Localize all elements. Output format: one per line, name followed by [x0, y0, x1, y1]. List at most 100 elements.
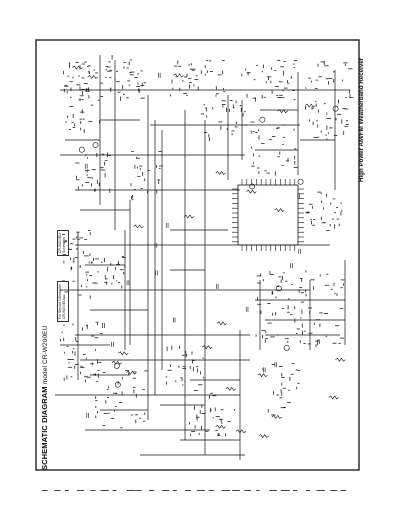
schematic-mark: [82, 327, 83, 331]
schematic-mark: [199, 409, 201, 414]
schematic-mark: [83, 89, 88, 91]
schematic-mark: [294, 318, 296, 323]
schematic-mark: [72, 113, 74, 119]
schematic-mark: [226, 107, 227, 112]
schematic-mark: [239, 105, 242, 106]
schematic-mark: [280, 407, 286, 409]
schematic-mark: [142, 171, 144, 176]
schematic-mark: [262, 368, 264, 371]
schematic-mark: [125, 370, 129, 371]
schematic-mark: [332, 218, 334, 220]
schematic-mark: [202, 376, 204, 379]
schematic-mark: [182, 384, 184, 386]
schematic-mark: [189, 68, 192, 70]
schematic-mark: [95, 405, 97, 408]
schematic-mark: [130, 71, 135, 73]
schematic-mark: [300, 292, 304, 294]
schematic-mark: [272, 312, 274, 316]
schematic-mark: [337, 113, 342, 115]
schematic-mark: [133, 387, 136, 389]
schematic-mark: [196, 416, 200, 418]
schematic-mark: [258, 171, 260, 175]
schematic-mark: [85, 379, 86, 383]
schematic-mark: [91, 183, 92, 187]
schematic-mark: [119, 402, 123, 403]
schematic-mark: [138, 417, 141, 419]
resistor-symbol: [246, 189, 257, 194]
schematic-mark: [296, 386, 298, 390]
schematic-mark: [94, 337, 99, 339]
schematic-mark: [89, 232, 91, 236]
schematic-mark: [300, 301, 305, 303]
schematic-mark: [131, 151, 134, 152]
schematic-mark: [345, 124, 349, 125]
schematic-mark: [123, 93, 125, 95]
schematic-mark: [85, 182, 90, 183]
schematic-mark: [67, 359, 71, 360]
schematic-mark: [78, 98, 80, 101]
schematic-mark: [197, 368, 198, 373]
schematic-mark: [301, 309, 303, 314]
schematic-mark: [142, 389, 146, 391]
schematic-mark: [121, 391, 123, 396]
schematic-mark: [80, 365, 83, 367]
schematic-mark: [338, 223, 340, 227]
schematic-mark: [156, 190, 158, 194]
schematic-mark: [111, 282, 113, 285]
schematic-mark: [312, 206, 313, 209]
schematic-mark: [275, 296, 277, 299]
schematic-mark: [97, 323, 98, 326]
schematic-mark: [247, 71, 249, 76]
schematic-mark: [81, 77, 85, 79]
schematic-mark: [80, 367, 85, 368]
schematic-mark: [86, 169, 88, 173]
schematic-mark: [285, 338, 289, 340]
schematic-mark: [107, 152, 108, 157]
schematic-mark: [130, 183, 132, 187]
schematic-mark: [196, 414, 198, 419]
schematic-mark: [340, 279, 345, 281]
schematic-mark: [345, 120, 349, 122]
resistor-symbol: [215, 170, 226, 175]
schematic-mark: [88, 65, 91, 67]
schematic-mark: [105, 400, 107, 404]
schematic-mark: [70, 96, 72, 98]
schematic-mark: [117, 282, 121, 283]
schematic-mark: [348, 68, 353, 70]
schematic-mark: [95, 396, 97, 399]
resistor-symbol: [202, 345, 213, 350]
schematic-mark: [101, 153, 105, 155]
schematic-mark: [194, 405, 195, 410]
schematic-mark: [79, 237, 83, 239]
schematic-mark: [260, 273, 262, 277]
schematic-mark: [280, 97, 285, 99]
schematic-mark: [85, 154, 87, 156]
schematic-mark: [218, 121, 223, 123]
schematic-mark: [77, 232, 79, 237]
schematic-mark: [323, 60, 325, 65]
schematic-mark: [220, 418, 222, 423]
schematic-mark: [141, 82, 143, 87]
schematic-mark: [291, 363, 295, 364]
schematic-mark: [114, 78, 116, 81]
schematic-mark: [302, 330, 303, 335]
schematic-mark: [100, 169, 104, 171]
schematic-mark: [315, 100, 317, 103]
schematic-mark: [208, 394, 210, 399]
schematic-mark: [241, 73, 243, 77]
schematic-mark: [246, 72, 251, 74]
schematic-mark: [81, 184, 83, 187]
resistor-symbol: [335, 357, 346, 362]
schematic-mark: [229, 108, 230, 112]
schematic-mark: [183, 93, 187, 94]
schematic-mark: [277, 97, 281, 98]
schematic-mark: [252, 131, 255, 132]
schematic-mark: [170, 364, 171, 367]
schematic-mark: [222, 60, 225, 61]
schematic-mark: [177, 60, 179, 65]
schematic-mark: [91, 176, 93, 179]
sheet-border: [35, 39, 360, 471]
schematic-mark: [269, 139, 272, 140]
schematic-mark: [122, 257, 126, 258]
schematic-mark: [299, 317, 302, 319]
